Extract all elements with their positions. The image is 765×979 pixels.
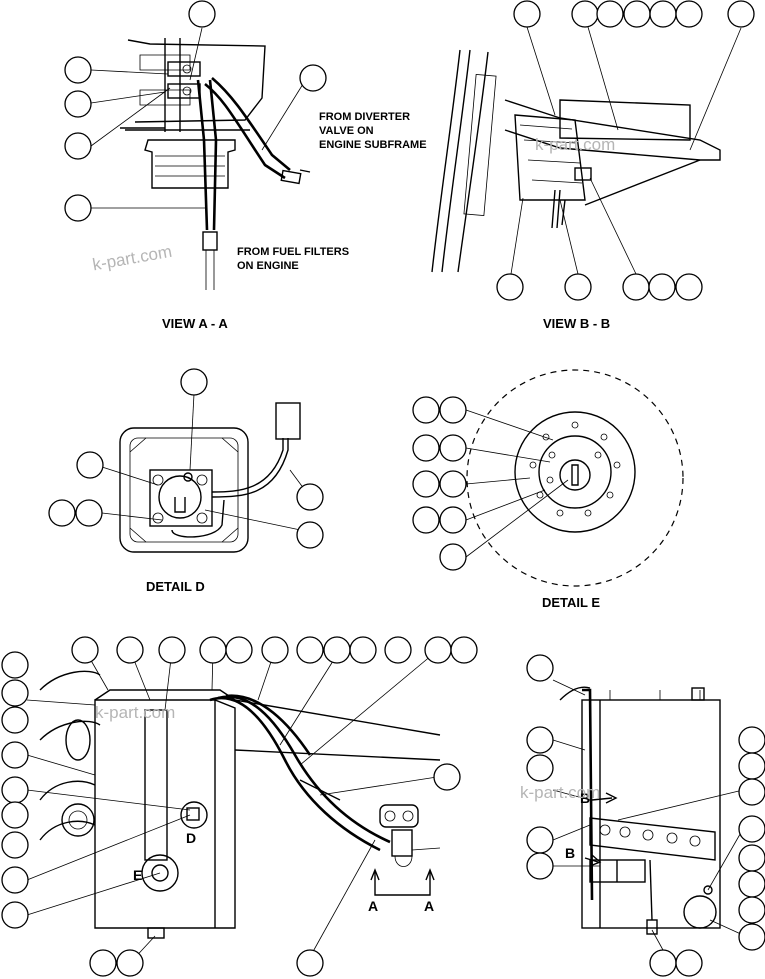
section-b-lower: B [565,845,575,861]
section-a-right: A [424,898,434,914]
detail-e-marker: E [133,867,142,883]
side-view: B B k-part.com [520,654,765,977]
section-a-left: A [368,898,378,914]
note-diverter-line1: FROM DIVERTER [319,111,410,123]
detail-e: DETAIL E [412,369,684,610]
watermark-3: k-part.com [95,703,175,722]
section-b-upper: B [580,790,590,806]
note-diverter-line3: ENGINE SUBFRAME [319,139,427,151]
note-filters-line1: FROM FUEL FILTERS [237,246,349,258]
detail-d: DETAIL D [48,368,324,594]
detail-e-title: DETAIL E [542,595,600,610]
watermark-2: k-part.com [535,135,615,154]
note-filters-line2: ON ENGINE [237,260,299,272]
watermark-1: k-part.com [91,242,173,275]
main-assembly: A A D E [1,636,478,977]
detail-d-title: DETAIL D [146,579,205,594]
view-aa: FROM DIVERTER VALVE ON ENGINE SUBFRAME F… [64,0,427,331]
view-aa-title: VIEW A - A [162,316,228,331]
view-bb-title: VIEW B - B [543,316,610,331]
detail-d-marker: D [186,830,196,846]
note-diverter-line2: VALVE ON [319,125,374,137]
view-bb: k-part.com VIEW B - B [431,0,755,331]
watermark-4: k-part.com [520,783,600,802]
